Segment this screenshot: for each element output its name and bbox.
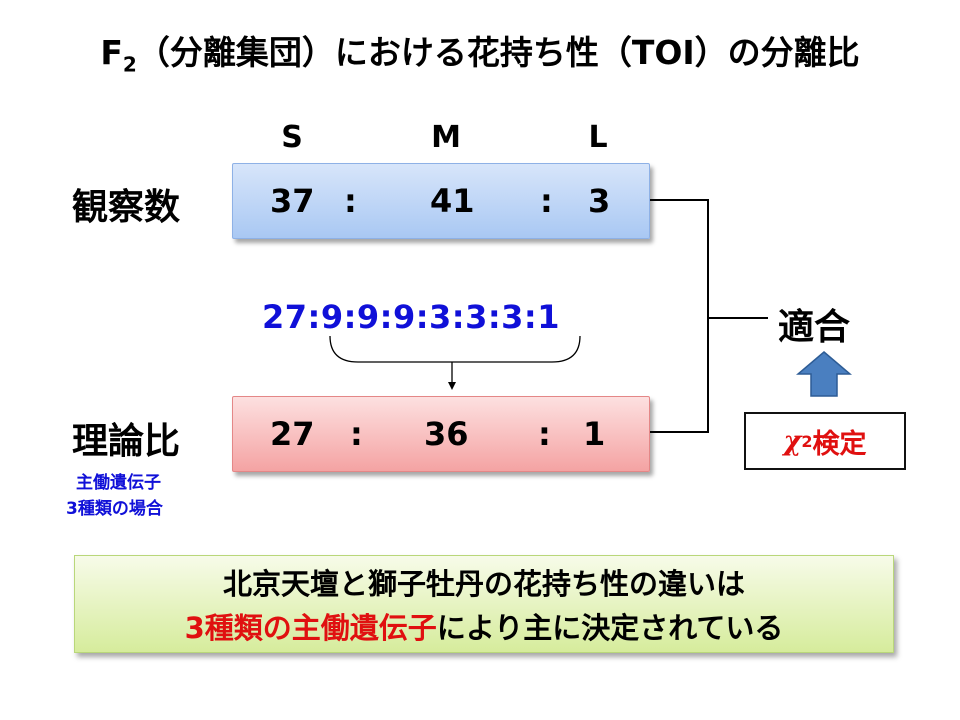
- fit-label: 適合: [778, 307, 851, 348]
- up-arrow-icon: [796, 351, 852, 397]
- test-label: 検定: [812, 428, 867, 460]
- column-header-l: L: [588, 120, 608, 155]
- theory-sep-2: :: [538, 415, 551, 453]
- page-title: F2（分離集団）における花持ち性（TOI）の分離比: [0, 26, 960, 77]
- conclusion-line2-rest: により主に決定されている: [436, 611, 784, 645]
- theory-box: [232, 396, 650, 472]
- theory-note-line1: 主働遺伝子: [76, 473, 161, 493]
- observed-value-m: 41: [430, 182, 475, 220]
- observed-sep-2: :: [540, 182, 553, 220]
- title-prefix: F: [100, 33, 123, 72]
- brace: [329, 335, 581, 363]
- conclusion-line1: 北京天壇と獅子牡丹の花持ち性の違いは: [222, 567, 745, 601]
- title-subscript: 2: [122, 52, 137, 77]
- observed-sep-1: :: [344, 182, 357, 220]
- connector-bracket: [650, 199, 768, 433]
- observed-label: 観察数: [72, 187, 181, 228]
- title-rest: （分離集団）における花持ち性（TOI）の分離比: [136, 33, 860, 72]
- conclusion-box: 北京天壇と獅子牡丹の花持ち性の違いは 3種類の主働遺伝子により主に決定されている: [74, 555, 894, 653]
- theory-note-line2: 3種類の場合: [66, 499, 163, 519]
- observed-value-s: 37: [270, 182, 315, 220]
- theory-value-m: 36: [424, 415, 469, 453]
- brace-and-arrow: [329, 335, 581, 390]
- chi-symbol: χ: [783, 425, 802, 457]
- conclusion-line2: 3種類の主働遺伝子により主に決定されている: [75, 606, 893, 650]
- observed-value-l: 3: [588, 182, 611, 220]
- theory-value-l: 1: [583, 415, 606, 453]
- theory-label: 理論比: [72, 421, 181, 462]
- observed-box: [232, 163, 650, 239]
- theory-value-s: 27: [270, 415, 315, 453]
- column-header-s: S: [281, 120, 303, 155]
- chi-superscript: 2: [801, 431, 813, 451]
- segregation-ratio: 27:9:9:9:3:3:3:1: [262, 298, 560, 336]
- column-header-m: M: [431, 120, 461, 155]
- theory-sep-1: :: [350, 415, 363, 453]
- conclusion-highlight: 3種類の主働遺伝子: [184, 611, 437, 645]
